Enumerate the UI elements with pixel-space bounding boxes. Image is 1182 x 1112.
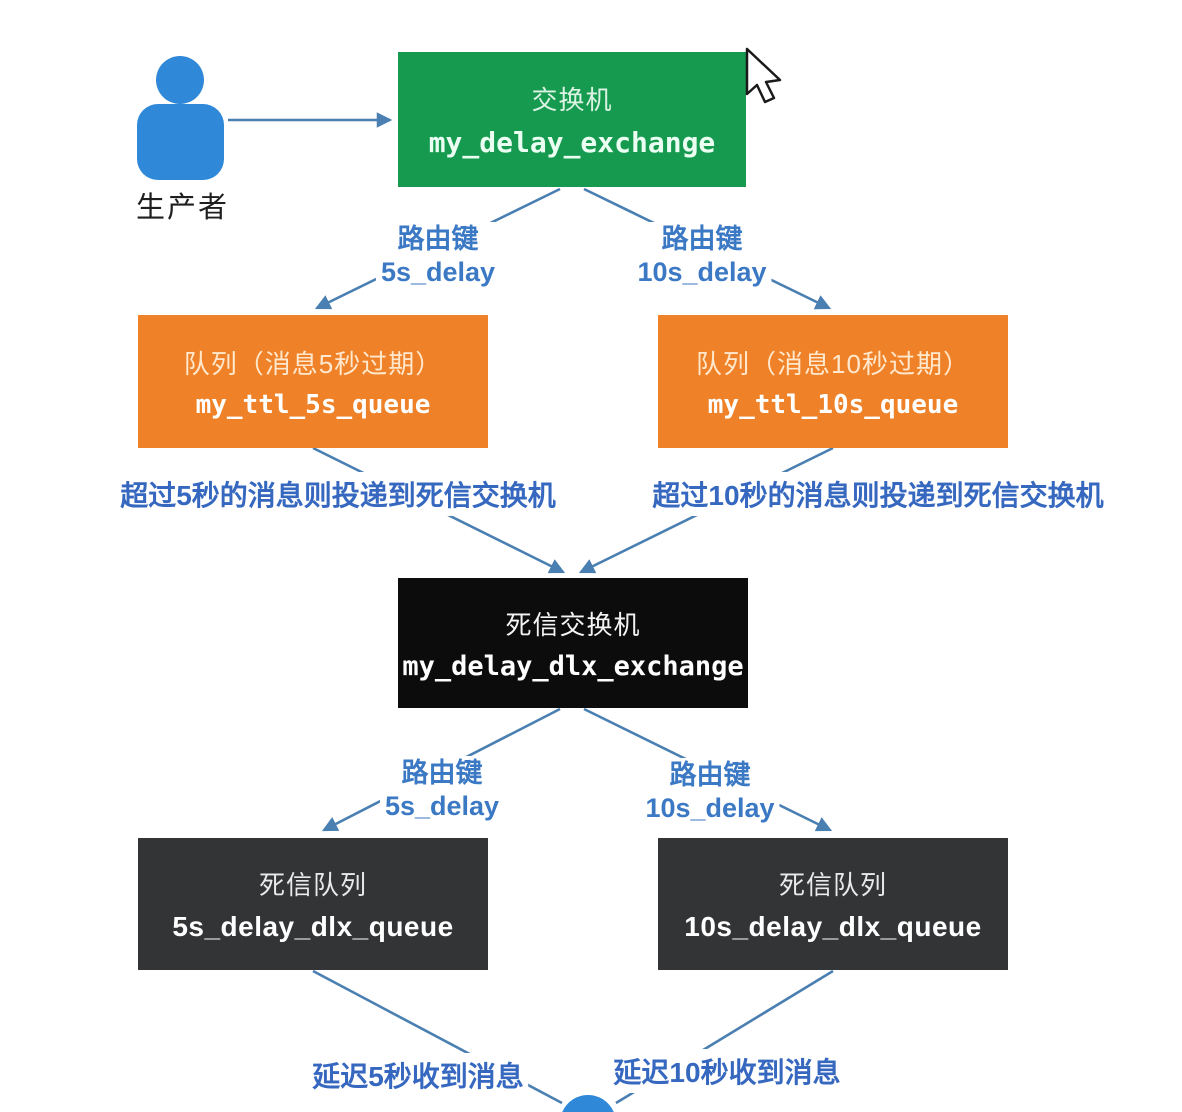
routing-key-value: 5s_delay — [384, 790, 500, 821]
expiry-note-5s: 超过5秒的消息则投递到死信交换机 — [116, 472, 560, 516]
dlx-queue-10s-title: 死信队列 — [778, 870, 887, 900]
dlx-queue-10s-node: 死信队列 10s_delay_dlx_queue — [658, 838, 1008, 970]
dlx-exchange-name: my_delay_dlx_exchange — [402, 650, 744, 682]
routing-key-label: 路由键 — [669, 760, 751, 790]
routing-key-value: 5s_delay — [380, 256, 496, 287]
routing-key-value: 10s_delay — [645, 792, 775, 823]
dlx-exchange-node: 死信交换机 my_delay_dlx_exchange — [398, 578, 748, 708]
routing-key-value: 10s_delay — [637, 256, 767, 287]
ttl-queue-5s-name: my_ttl_5s_queue — [195, 389, 431, 420]
ttl-queue-10s-title: 队列（消息10秒过期） — [696, 348, 970, 379]
ttl-queue-5s-title: 队列（消息5秒过期） — [183, 348, 443, 379]
producer-person-icon — [137, 56, 224, 180]
dlx-queue-5s-title: 死信队列 — [258, 870, 367, 900]
dlx-queue-5s-node: 死信队列 5s_delay_dlx_queue — [138, 838, 488, 970]
exchange-title: 交换机 — [531, 85, 613, 115]
routing-key-top-right: 路由键 10s_delay — [632, 222, 772, 290]
ttl-queue-10s-node: 队列（消息10秒过期） my_ttl_10s_queue — [658, 315, 1008, 448]
exchange-name: my_delay_exchange — [428, 126, 716, 159]
routing-key-label: 路由键 — [661, 224, 743, 254]
routing-key-label: 路由键 — [401, 758, 483, 788]
dlx-queue-5s-name: 5s_delay_dlx_queue — [172, 911, 454, 942]
ttl-queue-10s-name: my_ttl_10s_queue — [707, 389, 959, 420]
dlx-exchange-title: 死信交换机 — [505, 609, 641, 640]
routing-key-label: 路由键 — [397, 224, 479, 254]
expiry-note-10s: 超过10秒的消息则投递到死信交换机 — [648, 472, 1108, 516]
consumer-person-icon — [562, 1095, 614, 1112]
dlx-queue-10s-name: 10s_delay_dlx_queue — [684, 911, 982, 942]
receive-note-5s: 延迟5秒收到消息 — [308, 1053, 528, 1097]
routing-key-top-left: 路由键 5s_delay — [375, 222, 501, 290]
routing-key-bottom-right: 路由键 10s_delay — [640, 758, 780, 826]
producer-label: 生产者 — [136, 192, 230, 224]
routing-key-bottom-left: 路由键 5s_delay — [379, 756, 505, 824]
ttl-queue-5s-node: 队列（消息5秒过期） my_ttl_5s_queue — [138, 315, 488, 448]
receive-note-10s: 延迟10秒收到消息 — [609, 1049, 845, 1093]
exchange-node: 交换机 my_delay_exchange — [398, 52, 746, 187]
